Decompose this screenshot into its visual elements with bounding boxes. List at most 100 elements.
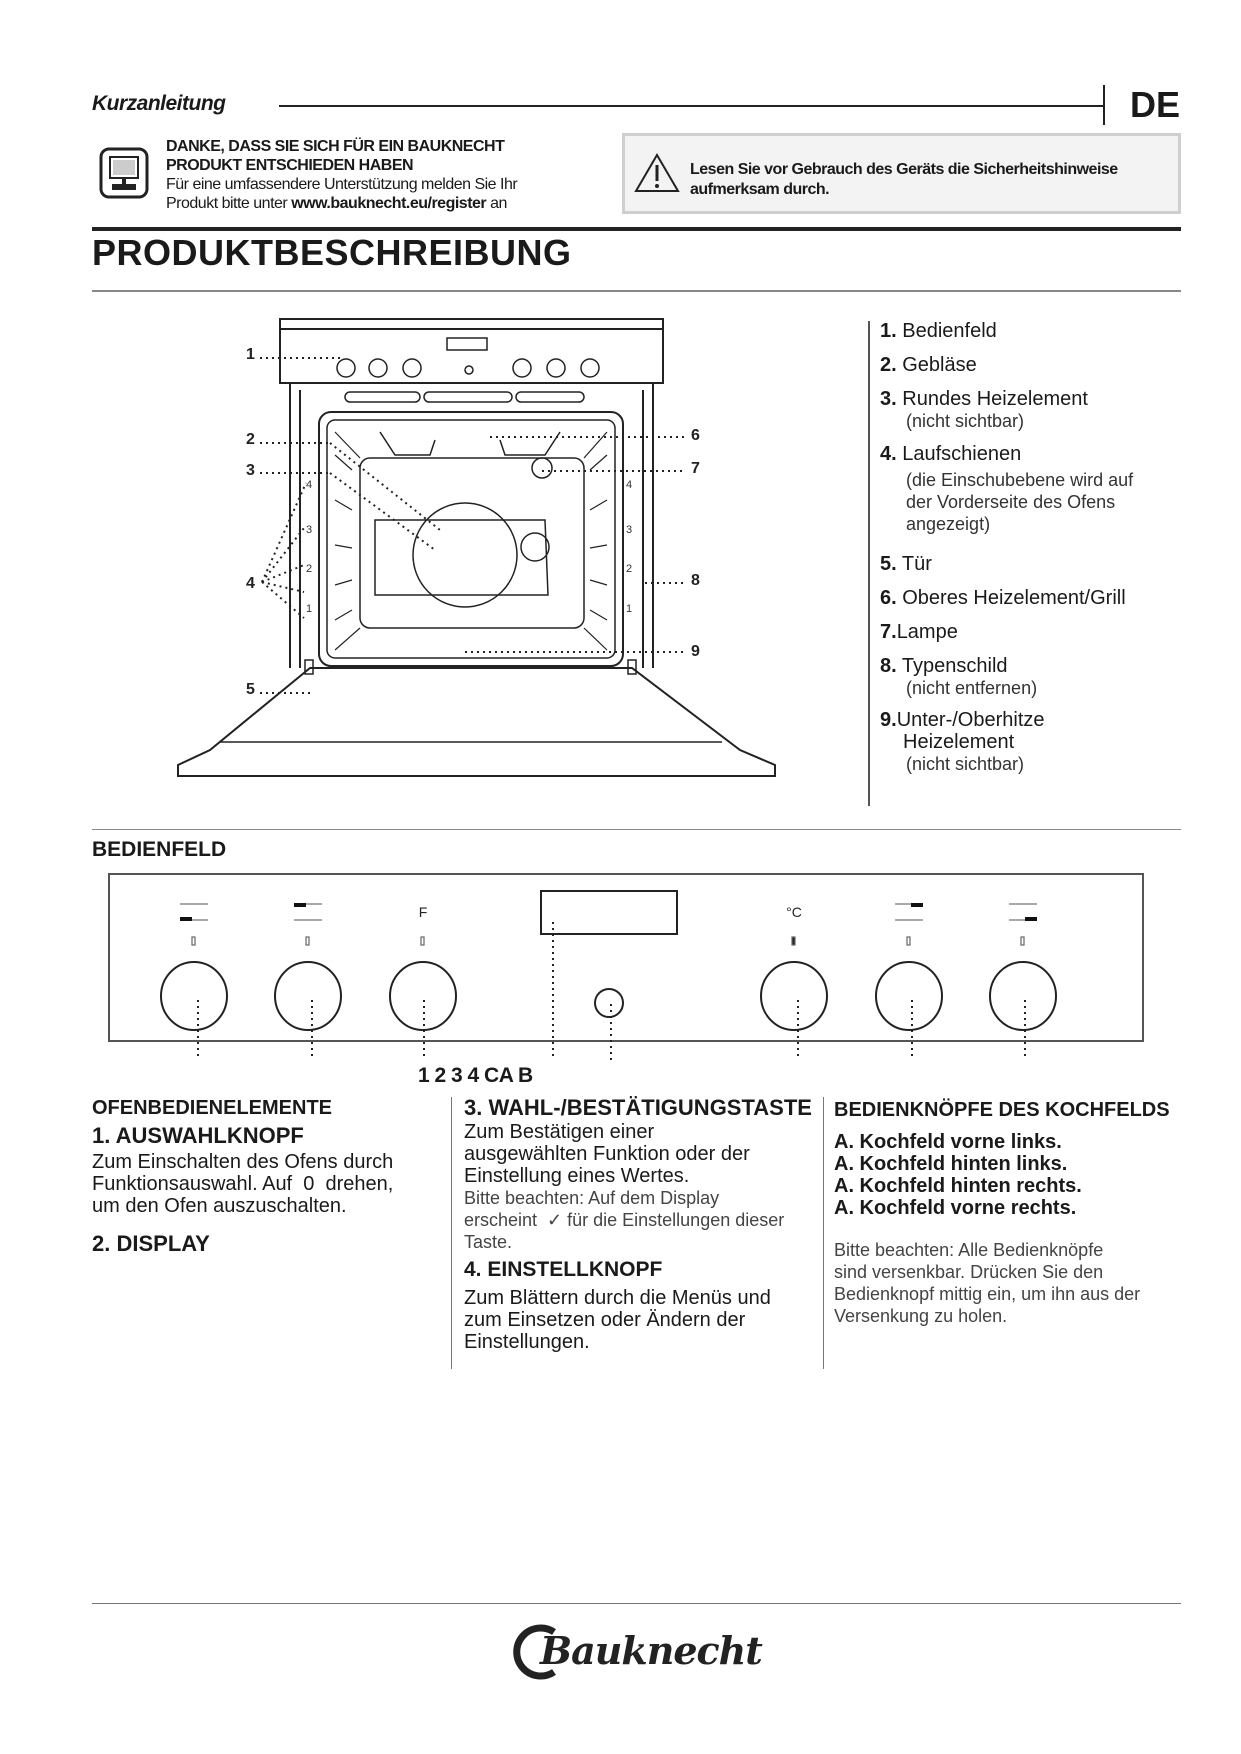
register-link[interactable]: www.bauknecht.eu/register xyxy=(291,195,487,212)
oven-control-panel xyxy=(279,328,664,384)
warning-icon xyxy=(633,152,681,199)
header-tick xyxy=(1103,85,1105,125)
diagram-label-2: 2 xyxy=(246,431,255,448)
shelf-right-2: 2 xyxy=(626,563,632,575)
bauknecht-logo: Bauknecht xyxy=(510,1622,770,1680)
panel-callout-labels: 1 2 3 4 CA B xyxy=(418,1064,533,1087)
legend-item-6: 6. Oberes Heizelement/Grill xyxy=(880,587,1126,609)
column-confirm-button: 3. WAHL-/BESTÄTIGUNGSTASTE Zum Bestätige… xyxy=(464,1095,819,1354)
intro-text: DANKE, DASS SIE SICH FÜR EIN BAUKNECHT P… xyxy=(166,137,518,213)
confirm-note-1: Bitte beachten: Auf dem Display xyxy=(464,1188,720,1208)
panel-heading: BEDIENFELD xyxy=(92,838,227,861)
legend-item-5: 5. Tür xyxy=(880,553,932,575)
shelf-right-1: 1 xyxy=(626,603,632,615)
hob-item-1: A. Kochfeld vorne links. xyxy=(834,1131,1062,1153)
logo-text: Bauknecht xyxy=(540,1628,763,1673)
oven-diagram: 1 2 3 4 5 6 7 8 9 4 3 2 1 4 3 2 1 xyxy=(177,318,776,777)
intro-line3: Für eine umfassendere Unterstützung meld… xyxy=(166,176,518,193)
diagram-label-9: 9 xyxy=(691,643,700,660)
knob-hob-a2[interactable] xyxy=(875,961,943,1031)
confirm-button-heading: 3. WAHL-/BESTÄTIGUNGSTASTE xyxy=(464,1095,812,1120)
confirm-text-2: ausgewählten Funktion oder der xyxy=(464,1143,750,1165)
knob-symbols xyxy=(180,903,1037,921)
hob-note-2: sind versenkbar. Drücken Sie den xyxy=(834,1262,1104,1282)
confirm-button[interactable] xyxy=(594,988,624,1018)
diagram-label-8: 8 xyxy=(691,572,700,589)
knob-hob-a3[interactable] xyxy=(989,961,1057,1031)
diagram-label-7: 7 xyxy=(691,460,700,477)
intro-line2: PRODUKT ENTSCHIEDEN HABEN xyxy=(166,157,414,174)
knob-hob-a1[interactable] xyxy=(274,961,342,1031)
knob-selector[interactable] xyxy=(160,961,228,1031)
confirm-note-2: erscheint ✓ für die Einstellungen dieser xyxy=(464,1210,785,1230)
hob-knobs-heading: BEDIENKNÖPFE DES KOCHFELDS xyxy=(834,1099,1170,1121)
adjust-text-3: Einstellungen. xyxy=(464,1331,590,1353)
column-divider-2 xyxy=(823,1097,824,1369)
oven-cavity xyxy=(318,411,624,667)
legend-item-7: 7.Lampe xyxy=(880,621,958,643)
fan-cover xyxy=(412,502,518,608)
selector-knob-heading: 1. AUSWAHLKNOPF xyxy=(92,1123,304,1148)
confirm-text-3: Einstellung eines Wertes. xyxy=(464,1165,690,1187)
selector-text-3: um den Ofen auszuschalten. xyxy=(92,1195,347,1217)
diagram-label-3: 3 xyxy=(246,462,255,479)
header-rule xyxy=(279,105,1103,107)
panel-section-rule xyxy=(92,829,1181,830)
legend-item-1: 1. Bedienfeld xyxy=(880,320,997,342)
warning-line1: Lesen Sie vor Gebrauch des Geräts die Si… xyxy=(690,161,1118,178)
warning-line2: aufmerksam durch. xyxy=(690,181,830,198)
function-symbol: F xyxy=(419,904,428,920)
header-title: Kurzanleitung xyxy=(92,92,226,115)
confirm-text-1: Zum Bestätigen einer xyxy=(464,1121,655,1143)
lamp xyxy=(531,457,553,479)
display-heading: 2. DISPLAY xyxy=(92,1231,210,1256)
footer-rule xyxy=(92,1603,1181,1604)
intro-line4-pre: Produkt bitte unter xyxy=(166,195,292,212)
diagram-label-1: 1 xyxy=(246,346,255,363)
adjust-knob-heading: 4. EINSTELLKNOPF xyxy=(464,1258,663,1281)
selector-text-1: Zum Einschalten des Ofens durch xyxy=(92,1151,394,1173)
intro-line4-post: an xyxy=(486,195,507,212)
oven-controls-heading: OFENBEDIENELEMENTE xyxy=(92,1097,333,1119)
legend-item-3: 3. Rundes Heizelement(nicht sichtbar) xyxy=(880,388,1088,431)
page-title: PRODUKTBESCHREIBUNG xyxy=(92,232,572,273)
column-divider-1 xyxy=(451,1097,452,1369)
language-code: DE xyxy=(1130,84,1181,125)
confirm-note-3: Taste. xyxy=(464,1232,513,1252)
shelf-right-3: 3 xyxy=(626,524,632,536)
adjust-text-1: Zum Blättern durch die Menüs und xyxy=(464,1287,771,1309)
hob-note-3: Bedienknopf mittig ein, um ihn aus der xyxy=(834,1284,1141,1304)
hob-note-1: Bitte beachten: Alle Bedienknöpfe xyxy=(834,1240,1104,1260)
oven-door xyxy=(177,667,776,777)
intro-line1: DANKE, DASS SIE SICH FÜR EIN BAUKNECHT xyxy=(166,138,505,155)
control-panel-diagram: F °C xyxy=(108,873,1144,1060)
section-rule xyxy=(92,290,1181,292)
column-oven-controls: OFENBEDIENELEMENTE 1. AUSWAHLKNOPF Zum E… xyxy=(92,1097,437,1255)
hob-item-3: A. Kochfeld hinten rechts. xyxy=(834,1175,1082,1197)
diagram-label-6: 6 xyxy=(691,427,700,444)
knob-temperature[interactable] xyxy=(760,961,828,1031)
title-rule xyxy=(92,227,1181,231)
legend-item-2: 2. Gebläse xyxy=(880,354,977,376)
temperature-symbol: °C xyxy=(786,904,802,920)
diagram-label-4: 4 xyxy=(246,575,255,592)
diagram-label-5: 5 xyxy=(246,681,255,698)
hob-item-4: A. Kochfeld vorne rechts. xyxy=(834,1197,1077,1219)
knob-markers xyxy=(191,936,1025,946)
oven-panel-knobs xyxy=(336,358,600,378)
legend-item-8: 8. Typenschild(nicht entfernen) xyxy=(880,655,1038,698)
shelf-left-2: 2 xyxy=(306,563,312,575)
shelf-left-3: 3 xyxy=(306,524,312,536)
shelf-right-4: 4 xyxy=(626,479,632,491)
oven-top-trim xyxy=(279,318,664,330)
register-icon xyxy=(99,147,149,199)
hob-note-4: Versenkung zu holen. xyxy=(834,1306,1008,1326)
adjust-text-2: zum Einsetzen oder Ändern der xyxy=(464,1309,746,1331)
intro-line4: Produkt bitte unter www.bauknecht.eu/reg… xyxy=(166,194,517,213)
shelf-left-1: 1 xyxy=(306,603,312,615)
legend-divider xyxy=(868,321,870,806)
legend-item-4: 4. Laufschienen(die Einschubebene wird a… xyxy=(880,443,1134,534)
selector-text-2: Funktionsauswahl. Auf 0 drehen, xyxy=(92,1173,394,1195)
column-hob-knobs: BEDIENKNÖPFE DES KOCHFELDS A. Kochfeld v… xyxy=(834,1099,1184,1327)
